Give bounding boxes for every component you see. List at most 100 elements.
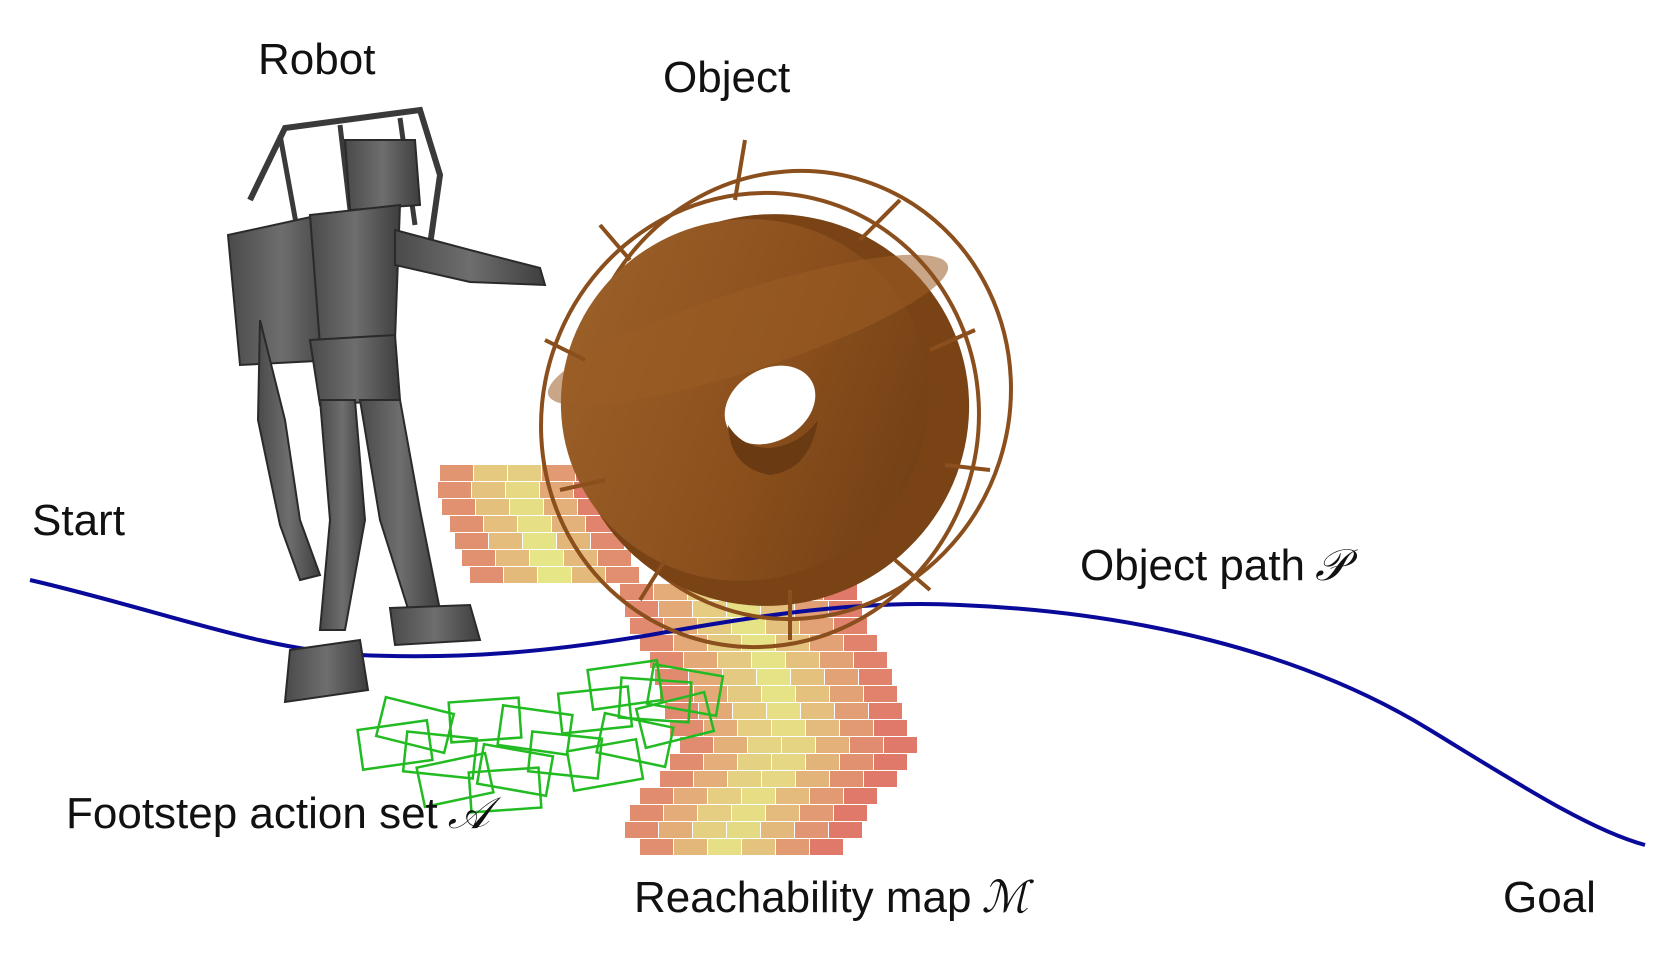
reachability-cell	[796, 771, 829, 787]
footstep-outline	[645, 662, 725, 718]
reachability-cell	[761, 822, 794, 838]
reachability-cell	[640, 635, 673, 651]
label-goal: Goal	[1503, 873, 1596, 922]
footstep-outline	[634, 690, 716, 750]
reachability-cell	[772, 720, 805, 736]
footstep-outline	[565, 737, 645, 793]
reachability-cell	[510, 499, 543, 515]
footstep-outline	[356, 718, 434, 772]
reachability-cell	[544, 499, 577, 515]
reachability-cell	[442, 499, 475, 515]
reachability-cell	[680, 737, 713, 753]
reachability-cell	[591, 533, 624, 549]
reachability-cell	[723, 669, 756, 685]
reachability-cell	[825, 669, 858, 685]
reachability-cell	[762, 686, 795, 702]
reachability-cell	[489, 533, 522, 549]
reachability-cell	[762, 771, 795, 787]
reachability-cell	[800, 618, 833, 634]
reachability-cell	[506, 482, 539, 498]
reachability-cell	[884, 737, 917, 753]
footstep-outline	[374, 695, 456, 755]
footstep-outline	[586, 658, 664, 712]
reachability-cell	[816, 737, 849, 753]
spool-wheel-object	[539, 139, 1013, 650]
reachability-cell	[854, 652, 887, 668]
footstep-outline	[617, 676, 693, 724]
reachability-cell	[738, 720, 771, 736]
footstep-outline	[467, 766, 543, 814]
reachability-cell	[484, 516, 517, 532]
reachability-cell	[462, 550, 495, 566]
reachability-cell	[766, 805, 799, 821]
reachability-cell	[625, 601, 658, 617]
reachability-cell	[791, 669, 824, 685]
reachability-cell	[496, 550, 529, 566]
reachability-cell	[640, 788, 673, 804]
reachability-cell	[674, 839, 707, 855]
reachability-cell	[698, 805, 731, 821]
reachability-cell	[820, 652, 853, 668]
reachability-cell	[572, 567, 605, 583]
footstep-outline	[526, 730, 604, 780]
reachability-cell	[850, 737, 883, 753]
reachability-cell	[776, 839, 809, 855]
reachability-cell	[844, 635, 877, 651]
reachability-cell	[714, 737, 747, 753]
reachability-cell	[834, 805, 867, 821]
reachability-cell	[674, 788, 707, 804]
reachability-cell	[869, 703, 902, 719]
reachability-cell	[786, 652, 819, 668]
reachability-cell	[693, 822, 726, 838]
reachability-cell	[625, 822, 658, 838]
reachability-cell	[704, 754, 737, 770]
reachability-cell	[810, 788, 843, 804]
label-robot: Robot	[258, 35, 375, 84]
reachability-cell	[542, 465, 575, 481]
label-object: Object	[663, 53, 790, 102]
reachability-cell	[728, 686, 761, 702]
reachability-cell	[598, 550, 631, 566]
reachability-cell	[752, 652, 785, 668]
footstep-outline	[556, 685, 634, 735]
reachability-cell	[606, 567, 639, 583]
reachability-cell	[806, 720, 839, 736]
reachability-cell	[552, 516, 585, 532]
footstep-outline	[401, 730, 479, 780]
reachability-cell	[757, 669, 790, 685]
reachability-cell	[664, 805, 697, 821]
reachability-cell	[472, 482, 505, 498]
reachability-cell	[742, 839, 775, 855]
reachability-cell	[474, 465, 507, 481]
reachability-cell	[767, 703, 800, 719]
reachability-cell	[694, 771, 727, 787]
reachability-cell	[864, 771, 897, 787]
reachability-cell	[742, 788, 775, 804]
reachability-cell	[810, 839, 843, 855]
reachability-cell	[776, 788, 809, 804]
reachability-cell	[728, 771, 761, 787]
reachability-cell	[748, 737, 781, 753]
label-start: Start	[32, 496, 125, 545]
reachability-cell	[796, 686, 829, 702]
reachability-cell	[772, 754, 805, 770]
label-footstep-symbol: 𝒜	[448, 788, 502, 839]
reachability-cell	[518, 516, 551, 532]
reachability-cell	[440, 465, 473, 481]
reachability-cell	[830, 686, 863, 702]
reachability-cell	[660, 771, 693, 787]
reachability-cell	[864, 686, 897, 702]
reachability-cell	[438, 482, 471, 498]
reachability-cell	[795, 822, 828, 838]
reachability-cell	[476, 499, 509, 515]
reachability-cell	[718, 652, 751, 668]
reachability-cell	[450, 516, 483, 532]
reachability-cell	[732, 805, 765, 821]
reachability-cell	[659, 601, 692, 617]
reachability-cell	[670, 720, 703, 736]
label-footstep-text: Footstep action set	[66, 789, 438, 838]
footstep-outline	[447, 696, 523, 744]
label-object-path-symbol: 𝒫	[1315, 540, 1358, 591]
